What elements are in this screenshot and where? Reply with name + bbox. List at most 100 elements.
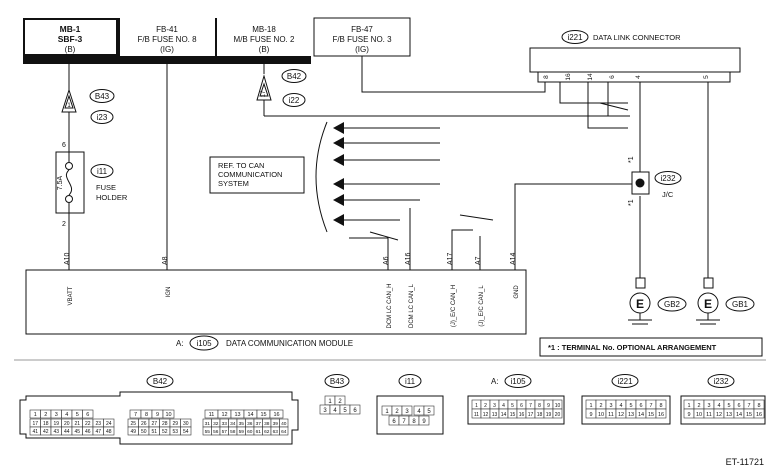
i232-pin-label: 6: [737, 403, 740, 409]
signal-dcm-can-l: DCM LC CAN_L: [409, 283, 415, 328]
i221-pin-label: 3: [609, 403, 612, 409]
i105-pin-label: 15: [510, 412, 516, 418]
ref-note-box: [209, 156, 305, 194]
i11-pin-label: 1: [385, 409, 389, 415]
b42-pin-label: 54: [183, 429, 189, 435]
joint-connector: *1 *1 i232 J/C: [628, 156, 682, 206]
i105-pin-label: 4: [502, 403, 505, 409]
dlc-pin-6: 6: [609, 75, 616, 79]
i105-pin-label: 17: [528, 412, 534, 418]
i105-pin-label: 6: [520, 403, 523, 409]
tag-b43: [89, 89, 115, 103]
b42-pin-label: 22: [85, 421, 91, 427]
fuse-fb47-name: F/B FUSE NO. 3: [332, 35, 392, 44]
b42-pin-label: 12: [221, 412, 227, 418]
fuse-mb18-name: M/B FUSE NO. 2: [234, 35, 295, 44]
b43-pin-label: 5: [343, 408, 347, 414]
b42-pin-label: 57: [222, 429, 228, 435]
footnote-text: *1 : TERMINAL No. OPTIONAL ARRANGEMENT: [548, 343, 717, 352]
ground-gb2-letter: E: [636, 297, 644, 311]
dlc-pin-8: 8: [543, 75, 550, 79]
b42-pin-label: 19: [53, 421, 59, 427]
i11-pin-label: 7: [402, 419, 406, 425]
i232-pin-label: 8: [757, 403, 760, 409]
i105-pin-label: 7: [529, 403, 532, 409]
jc-mark-bottom: *1: [628, 199, 635, 206]
module-pin-a10: A10: [64, 252, 71, 265]
tag-i11: [90, 164, 114, 178]
view-tag-b43-text: B43: [330, 377, 345, 386]
fuse-box-fb41: [120, 18, 215, 56]
fuse-mb1-supply: (B): [65, 45, 76, 54]
b43-pin-label: 3: [323, 408, 327, 414]
b42-pin-label: 8: [145, 412, 148, 418]
i232-pin-label: 13: [726, 412, 732, 418]
b42-pin-label: 61: [256, 429, 262, 435]
tag-gb1: [725, 296, 755, 312]
view-tag-b43: [324, 374, 350, 388]
i105-pin-label: 13: [492, 412, 498, 418]
b42-pin-label: 30: [183, 421, 189, 427]
fuse-fb47-id: FB-47: [351, 25, 373, 34]
i221-pin-label: 9: [589, 412, 592, 418]
b42-pin-label: 35: [239, 421, 245, 427]
i105-pin-label: 11: [474, 412, 479, 418]
i232-pin-label: 15: [746, 412, 752, 418]
b42-pin-label: 18: [43, 421, 49, 427]
i11-pin-label: 2: [395, 409, 399, 415]
i221-pin-label: 5: [629, 403, 632, 409]
ground-gb2: E GB2: [628, 277, 687, 325]
b42-pin-label: 7: [134, 412, 137, 418]
i221-pin-label: 4: [619, 403, 622, 409]
b42-pin-label: 49: [130, 429, 136, 435]
view-tag-b42: [146, 374, 174, 388]
b42-pin-label: 48: [106, 429, 112, 435]
b42-pin-label: 34: [230, 421, 236, 427]
view-tag-i11: [398, 374, 422, 388]
b42-pin-label: 40: [281, 421, 287, 427]
b43-pin-label: 2: [338, 399, 342, 405]
signal-ec-can-h: (J)_E/C CAN_H: [451, 285, 457, 327]
b42-pin-label: 4: [65, 412, 68, 418]
b42-pin-label: 2: [44, 412, 47, 418]
signal-dcm-can-h: DCM LC CAN_H: [387, 283, 393, 328]
tag-gb1-text: GB1: [732, 300, 749, 309]
tag-i105: [189, 335, 219, 351]
b42-pin-label: 47: [95, 429, 101, 435]
i11-pin-cell: [401, 405, 413, 416]
tag-i221: [561, 30, 589, 44]
b42-pin-label: 38: [264, 421, 270, 427]
b42-pin-label: 52: [162, 429, 168, 435]
i105-pin-cell: [552, 408, 563, 419]
i105-pin-label: 16: [519, 412, 525, 418]
b43-pin-label: 4: [333, 408, 337, 414]
i105-pin-label: 10: [555, 403, 561, 409]
wires: [68, 56, 709, 278]
signal-vbatt: VBATT: [68, 286, 74, 305]
tag-i11-text: i11: [97, 167, 108, 176]
b42-pin-label: 42: [43, 429, 49, 435]
data-link-connector: i221 DATA LINK CONNECTOR 8 16 14 6 4 5: [529, 30, 741, 83]
b43-pin-cell: [349, 404, 361, 415]
i11-pin-cell: [423, 405, 435, 416]
i221-pin-cell: [655, 408, 667, 419]
i221-pin-label: 14: [638, 412, 644, 418]
i105-pin-label: 9: [547, 403, 550, 409]
tag-gb2: [657, 296, 687, 312]
i221-pin-label: 6: [639, 403, 642, 409]
i11-pin-label: 4: [417, 409, 421, 415]
tag-i22: [282, 93, 306, 107]
b42-pin-label: 20: [64, 421, 70, 427]
i105-pin-label: 8: [538, 403, 541, 409]
b42-pin-label: 44: [64, 429, 70, 435]
b42-pin-label: 29: [172, 421, 178, 427]
fuse-mb1-name: SBF-3: [58, 34, 83, 44]
view-tag-i221-text: i221: [617, 377, 633, 386]
i232-pin-label: 9: [687, 412, 690, 418]
b42-pin-label: 3: [55, 412, 58, 418]
i105-pin-label: 12: [483, 412, 489, 418]
jc-mark-top: *1: [628, 156, 635, 163]
tag-i232: [654, 171, 682, 185]
